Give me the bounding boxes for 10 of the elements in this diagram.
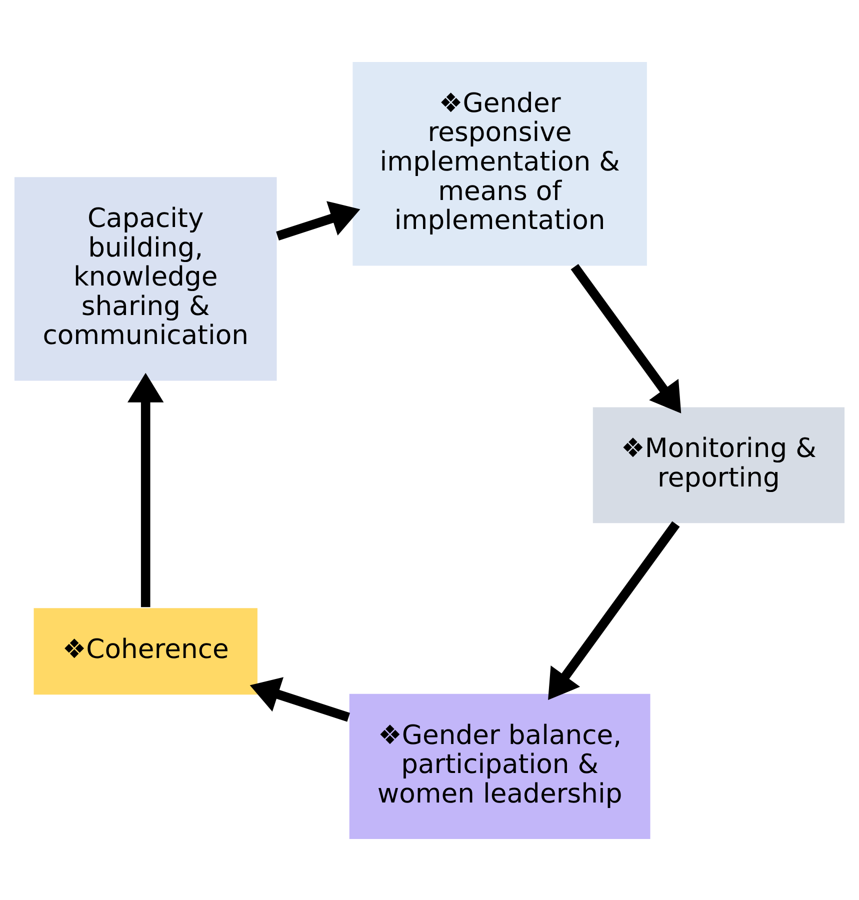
node-box: ❖Gender balance, participation & women leadership — [348, 692, 652, 840]
arrow — [570, 263, 682, 413]
node-box: ❖Coherence — [32, 606, 259, 696]
node-box: Capacity building, knowledge sharing & communication — [13, 175, 278, 382]
arrow — [276, 200, 360, 240]
arrow — [548, 520, 680, 700]
node-box: ❖Gender responsive implementation & means of implementation — [351, 60, 648, 267]
node-box: ❖Monitoring & reporting — [592, 405, 846, 524]
arrow — [128, 372, 164, 607]
arrow — [250, 676, 350, 722]
